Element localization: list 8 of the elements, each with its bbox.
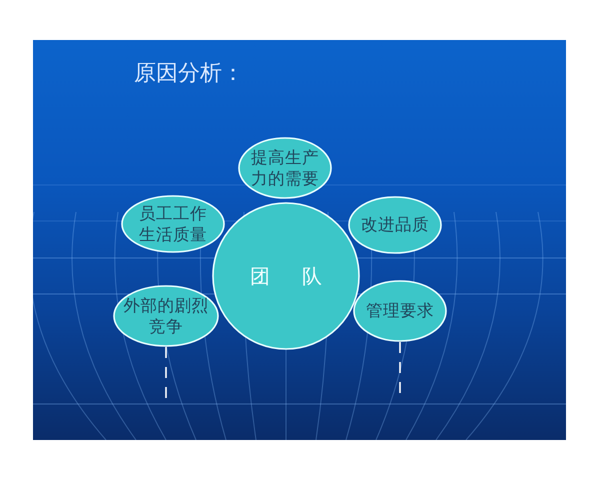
ellipse-node: 改进品质 [348, 196, 442, 254]
circle-node: 团 队 [212, 202, 360, 350]
ellipse-node: 外部的剧烈竞争 [113, 285, 219, 347]
ellipse-node: 提高生产力的需要 [238, 137, 332, 199]
slide-title: 原因分析： [134, 61, 244, 88]
ellipse-node: 管理要求 [353, 280, 447, 342]
ellipse-node: 员工工作生活质量 [121, 195, 225, 253]
dashed-line [399, 342, 401, 396]
